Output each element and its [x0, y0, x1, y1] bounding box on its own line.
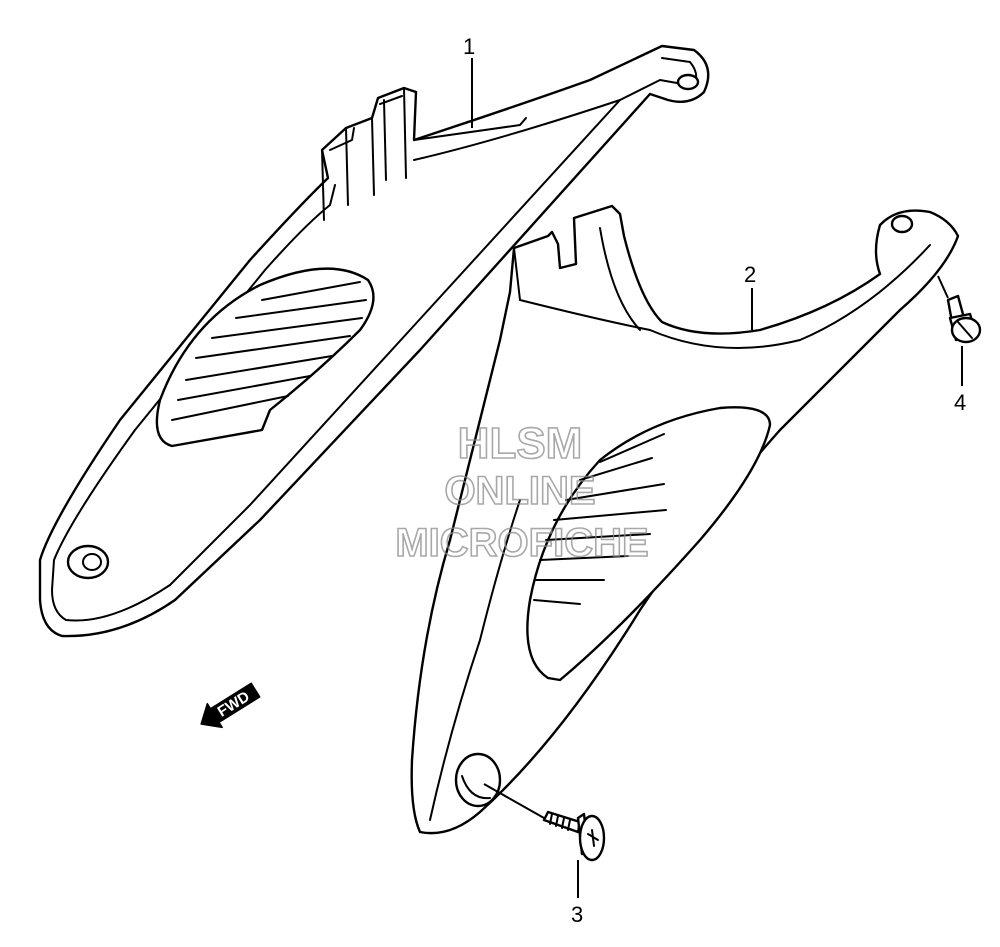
watermark-line-2: ONLINE: [444, 469, 595, 513]
part-4-clip[interactable]: [946, 294, 982, 344]
clip-axis-line: [937, 275, 949, 299]
screw-axis-line: [483, 783, 545, 819]
watermark: HLSM ONLINE MICROFICHE: [395, 418, 650, 566]
fwd-arrow-icon: FWD: [200, 682, 261, 729]
watermark-line-3: MICROFICHE: [395, 521, 648, 565]
part-2-right-side-cover[interactable]: [410, 204, 960, 835]
part-2-vent-louvres: [533, 433, 667, 605]
watermark-line-1: HLSM: [458, 419, 583, 468]
part-1-vent-louvres: [171, 281, 367, 421]
callout-1: 1: [463, 34, 475, 59]
callout-4: 4: [954, 390, 966, 415]
part-3-screw[interactable]: [542, 810, 606, 862]
callout-3: 3: [571, 902, 583, 927]
leader-lines: [471, 58, 963, 898]
callout-2: 2: [744, 262, 756, 287]
part-1-left-side-cover[interactable]: [38, 44, 710, 638]
